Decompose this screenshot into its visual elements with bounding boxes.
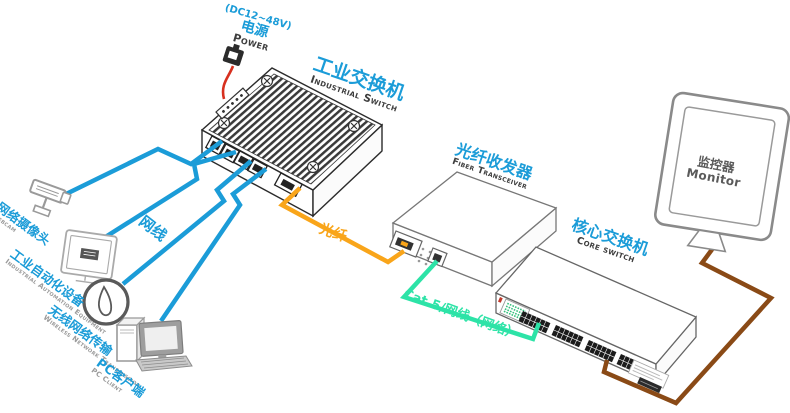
cat5-cable (399, 259, 542, 342)
lan-cable-pc (159, 167, 268, 323)
lan-cables (59, 139, 268, 323)
power-terminal-block (215, 87, 250, 120)
info-label (627, 359, 670, 389)
power-cord (221, 65, 235, 100)
power-plug-icon (222, 43, 244, 66)
lan-cable-automation (94, 149, 237, 245)
status-led-mark (497, 297, 503, 303)
wireless-icon (82, 278, 130, 326)
webcam-icon (29, 178, 72, 218)
lan-cable-webcam (59, 139, 224, 200)
port-clusters (518, 311, 649, 377)
monitor-device (654, 91, 790, 253)
monitor-stand (686, 229, 727, 253)
fiber-transceiver-device (388, 171, 558, 288)
pc-icon (115, 316, 193, 372)
automation-panel-icon (60, 229, 118, 284)
core-switch-device (494, 246, 698, 394)
screw-icon (217, 74, 361, 174)
heatsink-fins (208, 73, 376, 185)
lan-cable-wireless (121, 159, 253, 286)
sticker (637, 377, 662, 394)
fiber-cable (278, 186, 406, 265)
monitor-cable (601, 238, 775, 406)
